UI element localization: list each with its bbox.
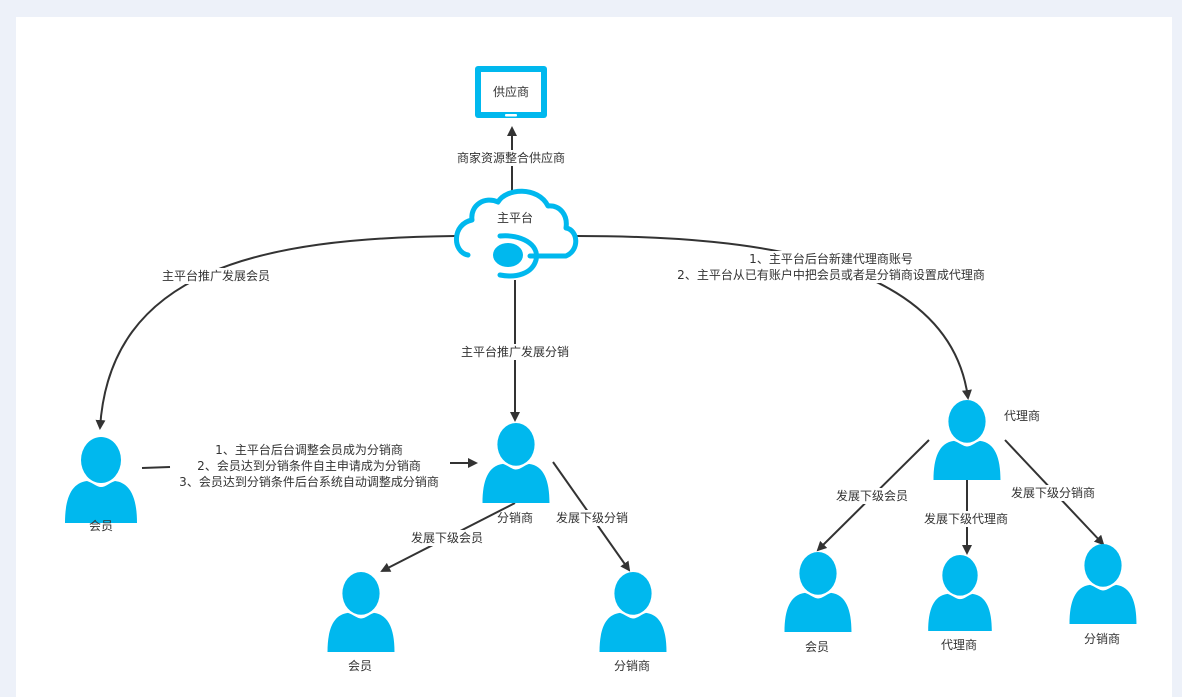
node-label-platform: 主平台 (496, 211, 534, 225)
person-icon-member-agent-child (784, 552, 852, 632)
edge-label-agent-member: 发展下级会员 (835, 488, 909, 504)
person-icon-member-center-child (327, 572, 395, 652)
edge-label-member-distributor: 1、主平台后台调整会员成为分销商 2、会员达到分销条件自主申请成为分销商 3、会… (179, 442, 439, 490)
person-icon-distributor-agent-child (1069, 544, 1137, 624)
node-label-distributor-center-child: 分销商 (613, 659, 651, 673)
node-label-distributor-center: 分销商 (496, 511, 534, 525)
person-icon-distributor-center (482, 423, 550, 503)
person-icon-member-left (65, 437, 137, 523)
node-label-agent-agent-child: 代理商 (940, 638, 978, 652)
edge-label-agent-agent: 发展下级代理商 (923, 511, 1009, 527)
edge-label-platform-member: 主平台推广发展会员 (161, 268, 271, 284)
edge-member-distributor (141, 458, 478, 469)
node-label-agent: 代理商 (1003, 409, 1041, 423)
edge-label-platform-agent: 1、主平台后台新建代理商账号 2、主平台从已有账户中把会员或者是分销商设置成代理… (677, 251, 985, 283)
person-icon-agent-agent-child (928, 555, 992, 631)
diagram-canvas (16, 17, 1172, 697)
node-label-distributor-agent-child: 分销商 (1083, 632, 1121, 646)
edge-label-distributor-member: 发展下级会员 (410, 530, 484, 546)
edge-label-distributor-distributor: 发展下级分销 (555, 510, 629, 526)
person-icon-distributor-center-child (599, 572, 667, 652)
flow-diagram (65, 66, 1137, 652)
edge-label-agent-distributor: 发展下级分销商 (1010, 485, 1096, 501)
node-label-supplier: 供应商 (492, 85, 530, 99)
cloud-icon (454, 188, 579, 279)
edge-label-platform-supplier: 商家资源整合供应商 (456, 150, 566, 166)
edge-platform-member (95, 235, 456, 430)
person-icon-agent (933, 400, 1001, 480)
node-label-member-left: 会员 (88, 519, 114, 533)
node-label-member-agent-child: 会员 (804, 640, 830, 654)
edge-label-platform-distributor: 主平台推广发展分销 (460, 344, 570, 360)
node-label-member-center-child: 会员 (347, 659, 373, 673)
monitor-icon (475, 66, 547, 118)
